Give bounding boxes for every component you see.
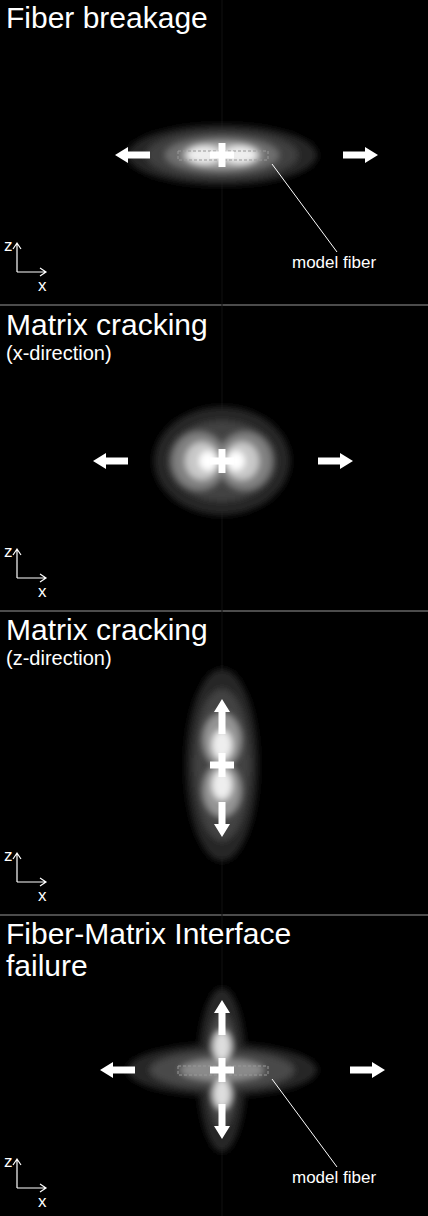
axis-label: x xyxy=(38,582,47,601)
stress-field xyxy=(127,988,317,1152)
panel-band: Matrix cracking(z-direction) xyxy=(0,614,428,914)
axis-label: z xyxy=(4,1152,13,1171)
leader-label: model fiber xyxy=(292,1168,376,1187)
axis-label: z xyxy=(4,542,13,561)
stress-field xyxy=(154,407,290,515)
panel-title: Fiber breakage xyxy=(6,2,346,34)
axis-label: z xyxy=(4,846,13,865)
panel-subtitle: (x-direction) xyxy=(6,341,428,365)
axis-label: z xyxy=(4,236,13,255)
stress-field xyxy=(127,125,317,185)
panel-title: Matrix cracking xyxy=(6,614,346,646)
axis-label: x xyxy=(38,276,47,295)
stress-field xyxy=(186,669,258,861)
panel-band: Matrix cracking(x-direction) xyxy=(0,309,428,609)
axis-label: x xyxy=(38,886,47,905)
panel-title: Fiber-Matrix Interface failure xyxy=(6,918,346,982)
panel-title: Matrix cracking xyxy=(6,309,346,341)
axis-label: x xyxy=(38,1192,47,1211)
panel-subtitle: (z-direction) xyxy=(6,646,428,670)
leader-label: model fiber xyxy=(292,253,376,272)
